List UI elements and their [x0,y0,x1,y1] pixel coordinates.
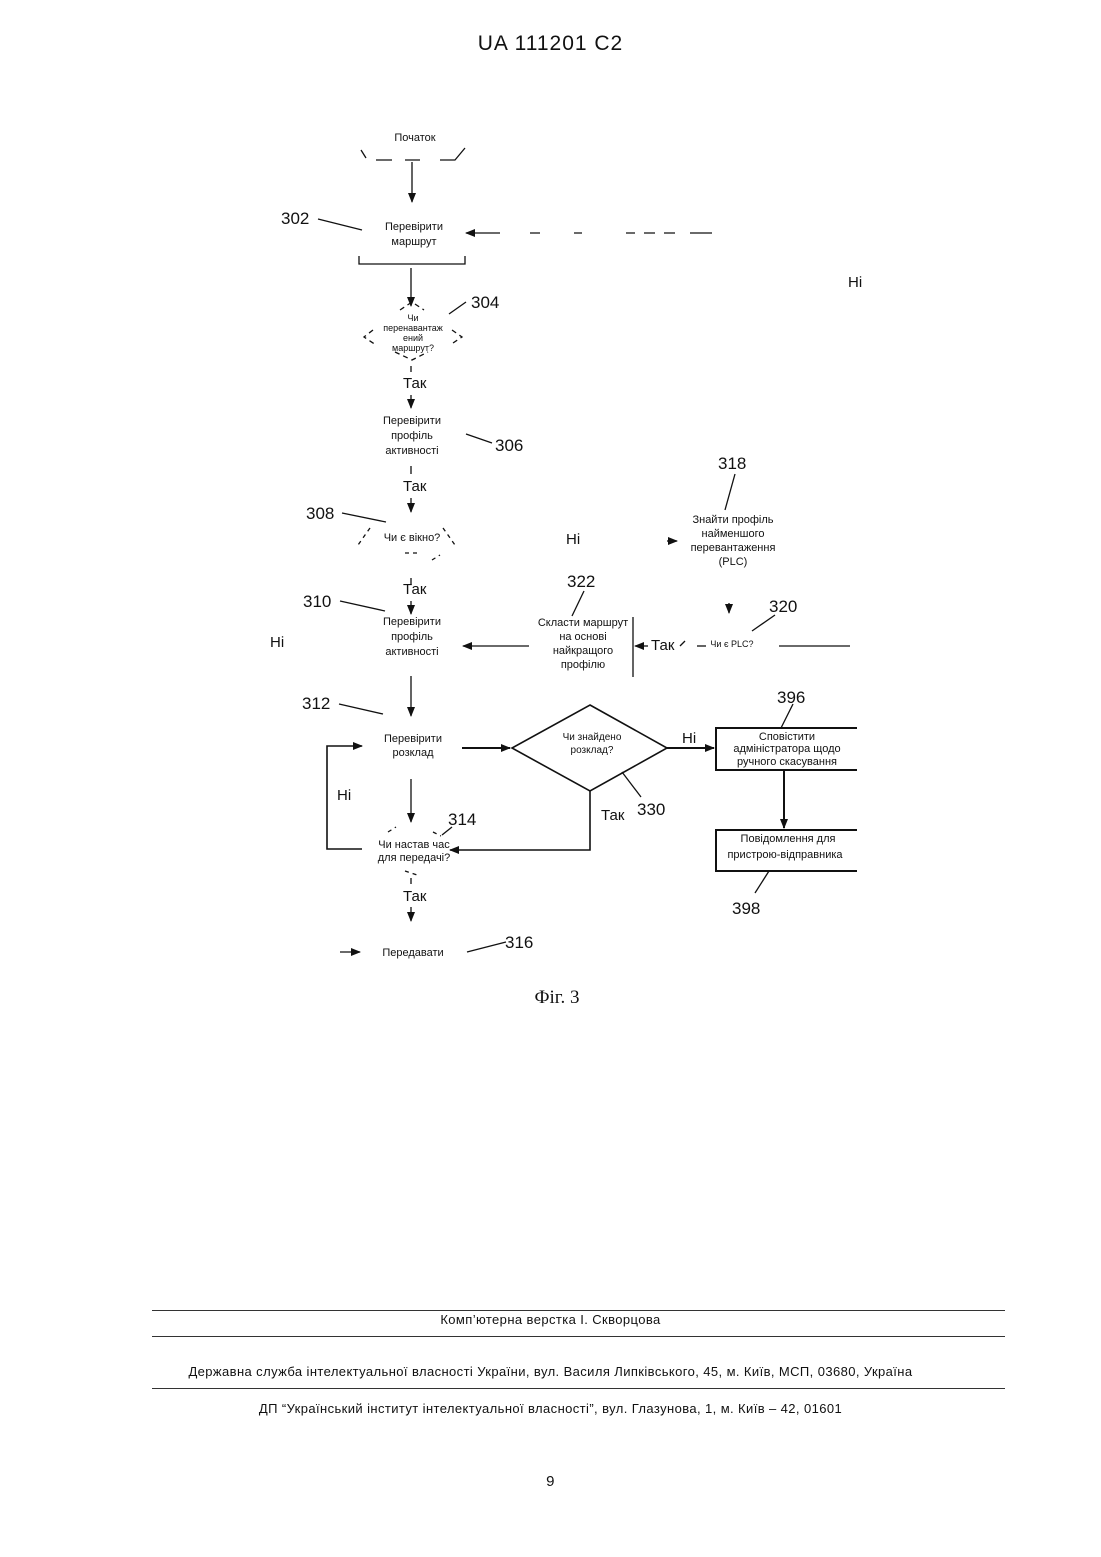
page-number: 9 [0,1473,1101,1490]
node-find-plc-line4: (PLC) [719,556,748,568]
ref-398: 398 [732,899,760,918]
node-find-plc-line2: найменшого [702,528,765,540]
node-overload-line3: ений [403,333,423,343]
ref-302: 302 [281,209,309,228]
figure-caption: Фіг. 3 [535,987,580,1008]
node-overload-line4: маршрут? [392,343,434,353]
node-notify-line3: ручного скасування [737,756,837,768]
node-activity1-line1: Перевірити [383,415,441,427]
node-found-line2: розклад? [571,745,614,756]
ref-322: 322 [567,572,595,591]
label-no-308: Ні [566,531,580,548]
footer-divider-2 [152,1336,1005,1337]
ref-304: 304 [471,293,499,312]
label-no-330: Ні [682,730,696,747]
node-is-plc: Чи є PLC? [710,639,753,649]
label-yes-308: Так [403,581,427,598]
label-no-304: Ні [848,274,862,291]
ref-308: 308 [306,504,334,523]
node-time-line1: Чи настав час [378,839,450,851]
start-terminator [361,148,465,160]
ref-316: 316 [505,933,533,952]
label-no-314: Ні [337,787,351,804]
node-check-route-line2: маршрут [391,236,436,248]
footer-agency: Державна служба інтелектуальної власност… [0,1364,1101,1379]
node-compose-line1: Скласти маршрут [538,617,628,629]
ref-312: 312 [302,694,330,713]
node-found-line1: Чи знайдено [563,732,622,743]
node-activity2-line3: активності [385,646,438,658]
label-yes-306: Так [403,478,427,495]
node-overload-line2: перенавантаж [383,323,443,333]
label-yes-314: Так [403,888,427,905]
node-find-plc-line1: Знайти профіль [692,514,773,526]
footer-institute: ДП “Український інститут інтелектуальної… [0,1401,1101,1416]
label-yes-304: Так [403,375,427,392]
node-activity1-line2: профіль [391,430,433,442]
footer-divider-1 [152,1310,1005,1311]
ref-320: 320 [769,597,797,616]
tick-plc-yes [680,641,685,646]
label-yes-320: Так [651,637,675,654]
node-activity2-line1: Перевірити [383,616,441,628]
node-message-line2: пристрою-відправника [727,849,843,861]
ref-310: 310 [303,592,331,611]
node-overload-line1: Чи [407,313,418,323]
node-compose-line4: профілю [561,659,605,671]
node-notify-line2: адміністратора щодо [733,743,840,755]
node-schedule-line2: розклад [392,747,434,759]
ref-306: 306 [495,436,523,455]
node-is-window: Чи є вікно? [384,532,441,544]
ref-318: 318 [718,454,746,473]
check-route-box [359,256,465,264]
node-activity1-line3: активності [385,445,438,457]
label-no-320: Ні [270,634,284,651]
node-find-plc-line3: перевантаження [691,542,776,554]
node-compose-line2: на основі [559,631,606,643]
node-start: Початок [394,132,435,144]
node-activity2-line2: профіль [391,631,433,643]
ref-396: 396 [777,688,805,707]
node-time-line2: для передачі? [378,852,451,864]
node-compose-line3: найкращого [553,645,613,657]
ref-314: 314 [448,810,476,829]
node-transmit: Передавати [382,947,443,959]
node-schedule-line1: Перевірити [384,733,442,745]
footer-layout-credit: Комп’ютерна верстка І. Скворцова [0,1312,1101,1327]
footer-divider-3 [152,1388,1005,1389]
node-check-route-line1: Перевірити [385,221,443,233]
label-yes-330: Так [601,807,625,824]
node-message-line1: Повідомлення для [741,833,836,845]
node-notify-line1: Сповістити [759,731,815,743]
ref-330: 330 [637,800,665,819]
